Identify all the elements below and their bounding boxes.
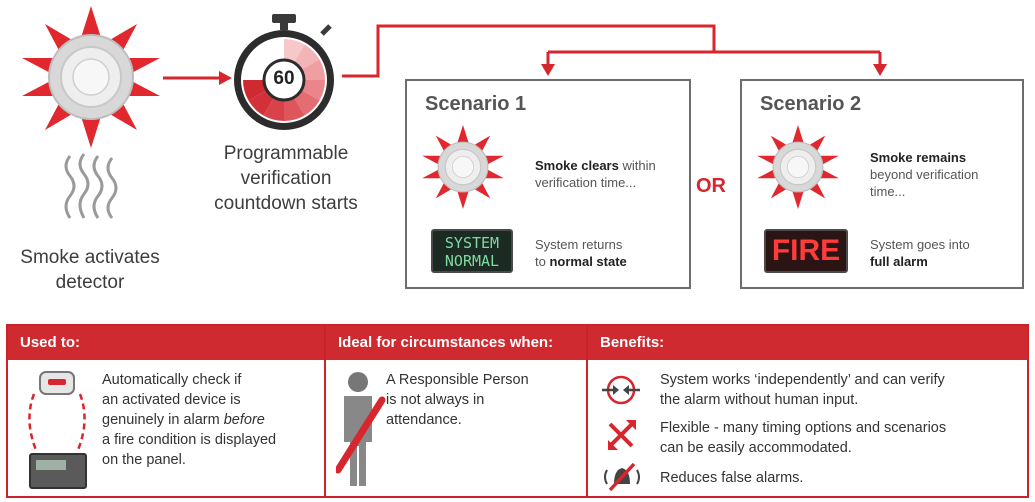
scenario-1-description: Smoke clears within verification time...	[535, 157, 685, 191]
no-person-icon	[336, 372, 386, 486]
column-divider	[324, 326, 326, 496]
desc-text: within	[618, 158, 656, 173]
cell-line: is not always in	[386, 392, 485, 408]
scenario-2-title: Scenario 2	[760, 93, 862, 115]
cell-line: an activated device is	[102, 392, 241, 408]
caption-line: Programmable	[223, 143, 349, 164]
benefit-item: Reduces false alarms.	[660, 468, 1020, 488]
column-divider	[586, 326, 588, 496]
desc-text: System goes into	[870, 237, 970, 252]
cell-line: A Responsible Person	[386, 372, 529, 388]
caption-line: Smoke activates	[20, 247, 160, 268]
desc-text: verification time...	[535, 175, 637, 190]
col-header-benefits: Benefits:	[600, 334, 665, 351]
caption-line: detector	[55, 272, 125, 293]
arrow-right-icon	[163, 71, 232, 85]
cell-text-italic: before	[223, 412, 265, 428]
table-header: Used to: Ideal for circumstances when: B…	[8, 326, 1027, 360]
col-header-used-to: Used to:	[20, 334, 80, 351]
cell-line: attendance.	[386, 412, 462, 428]
detector-alarm-icon	[22, 6, 160, 148]
or-label: OR	[696, 175, 726, 197]
step1-caption: Smoke activates detector	[0, 245, 180, 295]
desc-text: beyond verification	[870, 167, 979, 182]
fire-panel: FIRE	[764, 229, 848, 273]
scenario-1-box: Scenario 1 Smoke clears within verificat…	[405, 79, 691, 289]
smoke-icon	[64, 153, 118, 219]
benefits-table: Used to: Ideal for circumstances when: B…	[6, 324, 1029, 498]
desc-text: time...	[870, 184, 906, 199]
branch-connector	[342, 24, 887, 78]
detector-panel-link-icon	[28, 371, 87, 489]
scenario-2-box: Scenario 2 Smoke remains beyond verifica…	[740, 79, 1024, 289]
desc-text: System returns	[535, 237, 623, 252]
cell-line: on the panel.	[102, 452, 186, 468]
cell-line: the alarm without human input.	[660, 392, 859, 408]
arrows-inward-icon	[602, 375, 640, 405]
cell-line: Automatically check if	[102, 372, 242, 388]
panel-text: NORMAL	[444, 252, 500, 270]
panel-text: SYSTEM	[444, 234, 500, 252]
caption-line: countdown starts	[214, 193, 358, 214]
cell-line: a fire condition is displayed	[102, 432, 277, 448]
cell-line: Flexible - many timing options and scena…	[660, 420, 947, 436]
cell-line: Reduces false alarms.	[660, 470, 804, 486]
emphasis: normal state	[549, 254, 627, 269]
desc-text: to	[535, 254, 550, 269]
scenario-1-outcome: System returns to normal state	[535, 236, 685, 270]
cell-text: genuinely in alarm	[102, 412, 224, 428]
detector-alarm-icon	[757, 125, 839, 209]
stopwatch-icon	[234, 14, 334, 130]
emphasis: Smoke remains	[870, 150, 967, 165]
panel-text: FIRE	[771, 234, 841, 267]
used-to-text: Automatically check if an activated devi…	[102, 370, 317, 470]
benefit-item: Flexible - many timing options and scena…	[660, 418, 1020, 458]
scenario-2-description: Smoke remains beyond verification time..…	[870, 149, 1020, 200]
no-alarm-icon	[604, 462, 640, 492]
scenario-2-outcome: System goes into full alarm	[870, 236, 1020, 270]
flexible-arrows-icon	[608, 420, 636, 450]
cell-line: System works ‘independently’ and can ver…	[660, 372, 945, 388]
detector-alarm-icon	[422, 125, 504, 209]
timer-value: 60	[273, 68, 295, 89]
system-normal-panel: SYSTEM NORMAL	[431, 229, 513, 273]
col-header-ideal: Ideal for circumstances when:	[338, 334, 554, 351]
step2-caption: Programmable verification countdown star…	[196, 141, 376, 216]
benefit-item: System works ‘independently’ and can ver…	[660, 370, 1020, 410]
scenario-1-title: Scenario 1	[425, 93, 527, 115]
emphasis: Smoke clears	[535, 158, 619, 173]
ideal-text: A Responsible Person is not always in at…	[386, 370, 576, 430]
cell-line: genuinely in alarm before	[102, 410, 317, 430]
cell-line: can be easily accommodated.	[660, 440, 852, 456]
caption-line: verification	[240, 168, 332, 189]
emphasis: full alarm	[870, 254, 928, 269]
